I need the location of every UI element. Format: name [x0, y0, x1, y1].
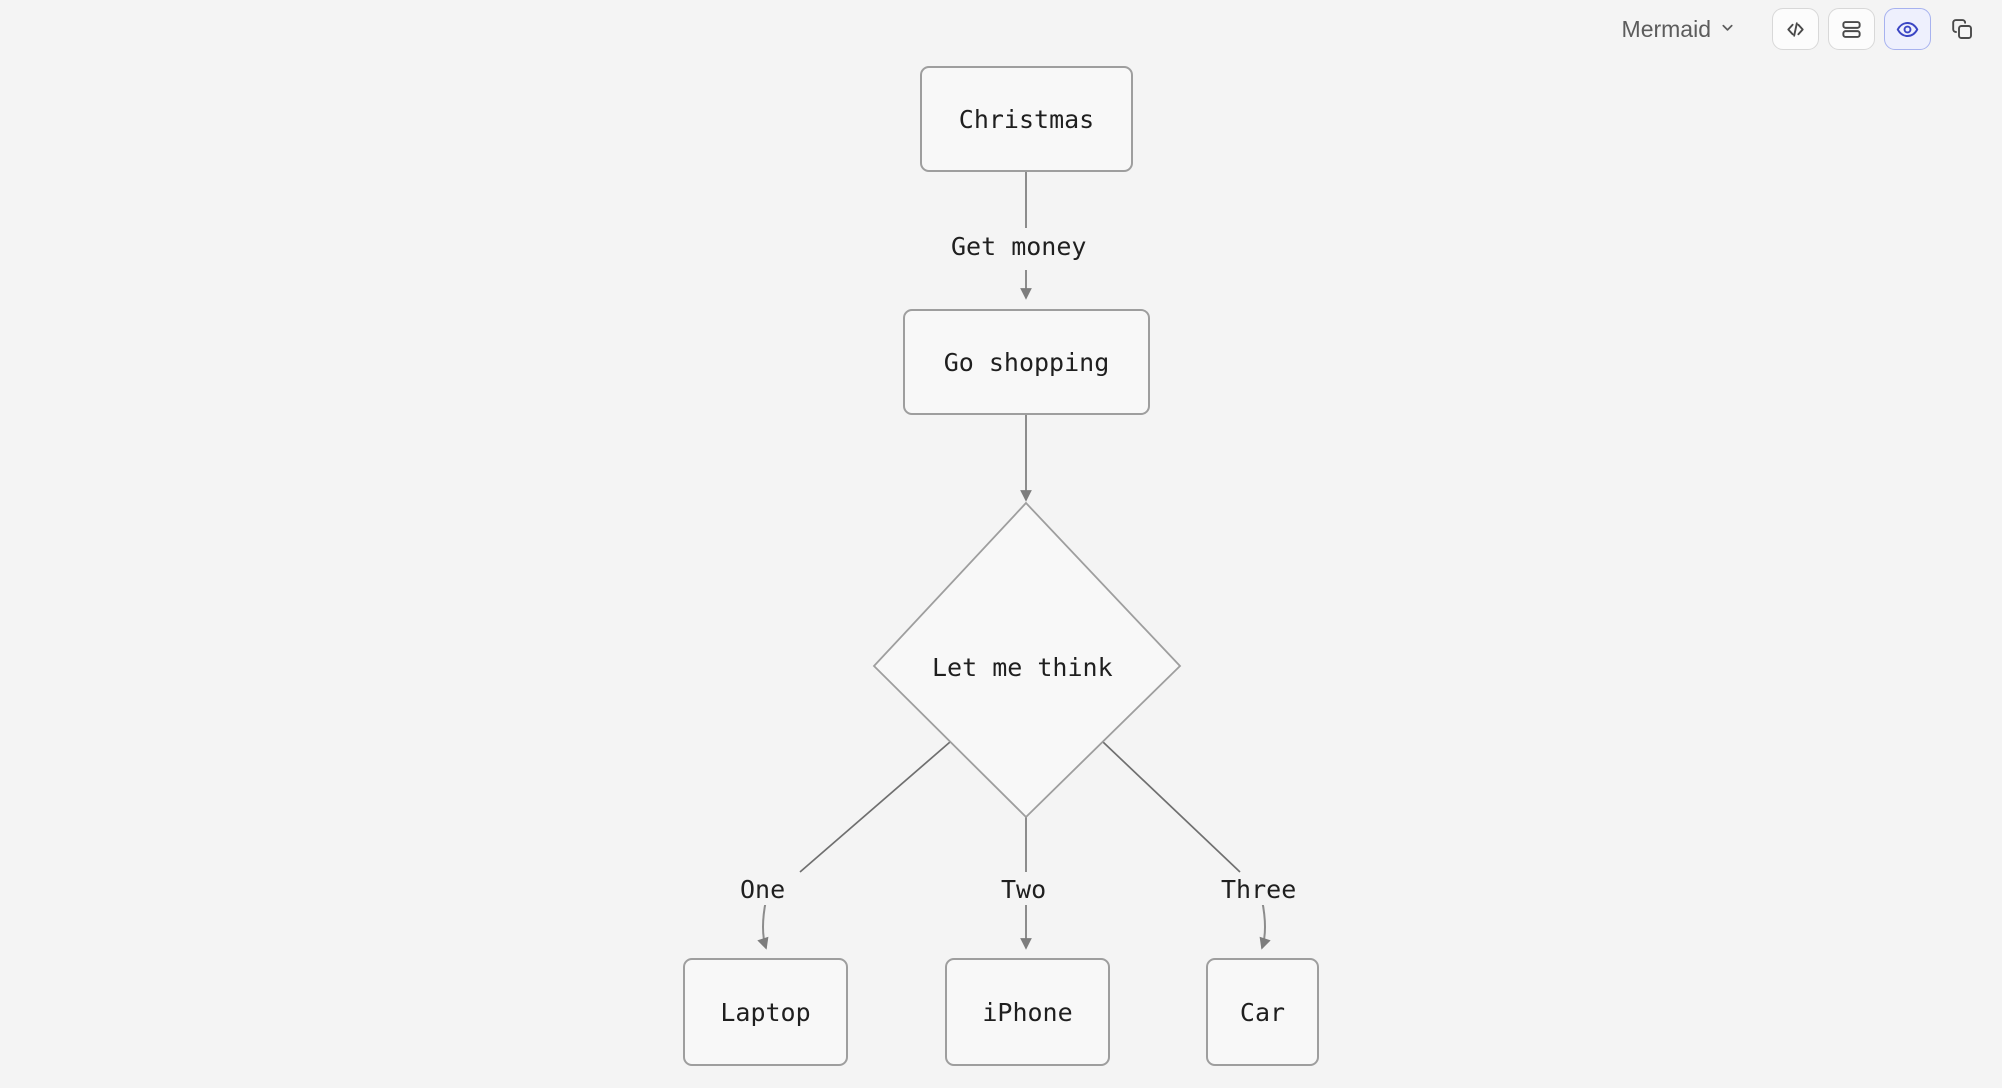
node-iphone[interactable]: iPhone — [945, 958, 1110, 1066]
node-car[interactable]: Car — [1206, 958, 1319, 1066]
edge-label-get-money: Get money — [946, 231, 1092, 262]
chevron-down-icon — [1720, 20, 1735, 35]
toolbar: Mermaid — [1612, 0, 2002, 58]
copy-icon — [1950, 17, 1974, 41]
node-label: Go shopping — [943, 347, 1110, 377]
node-label: iPhone — [982, 997, 1073, 1027]
language-selector[interactable]: Mermaid — [1612, 10, 1745, 49]
edge-label-two: Two — [996, 874, 1052, 905]
node-christmas[interactable]: Christmas — [920, 66, 1133, 172]
node-let-me-think-label[interactable]: Let me think — [932, 653, 1113, 682]
edge-label-one: One — [735, 874, 791, 905]
node-label: Christmas — [958, 104, 1095, 134]
node-label: Car — [1239, 997, 1286, 1027]
node-label: Laptop — [720, 997, 811, 1027]
preview-button[interactable] — [1884, 8, 1931, 50]
split-view-button[interactable] — [1828, 8, 1875, 50]
eye-icon — [1896, 18, 1919, 41]
edge-label-three: Three — [1216, 874, 1302, 905]
copy-button[interactable] — [1940, 8, 1984, 50]
split-panels-icon — [1840, 18, 1863, 41]
node-laptop[interactable]: Laptop — [683, 958, 848, 1066]
code-icon — [1784, 18, 1807, 41]
node-go-shopping[interactable]: Go shopping — [903, 309, 1150, 415]
language-label: Mermaid — [1621, 15, 1711, 42]
diamond-node-shape — [872, 501, 1182, 819]
code-view-button[interactable] — [1772, 8, 1819, 50]
